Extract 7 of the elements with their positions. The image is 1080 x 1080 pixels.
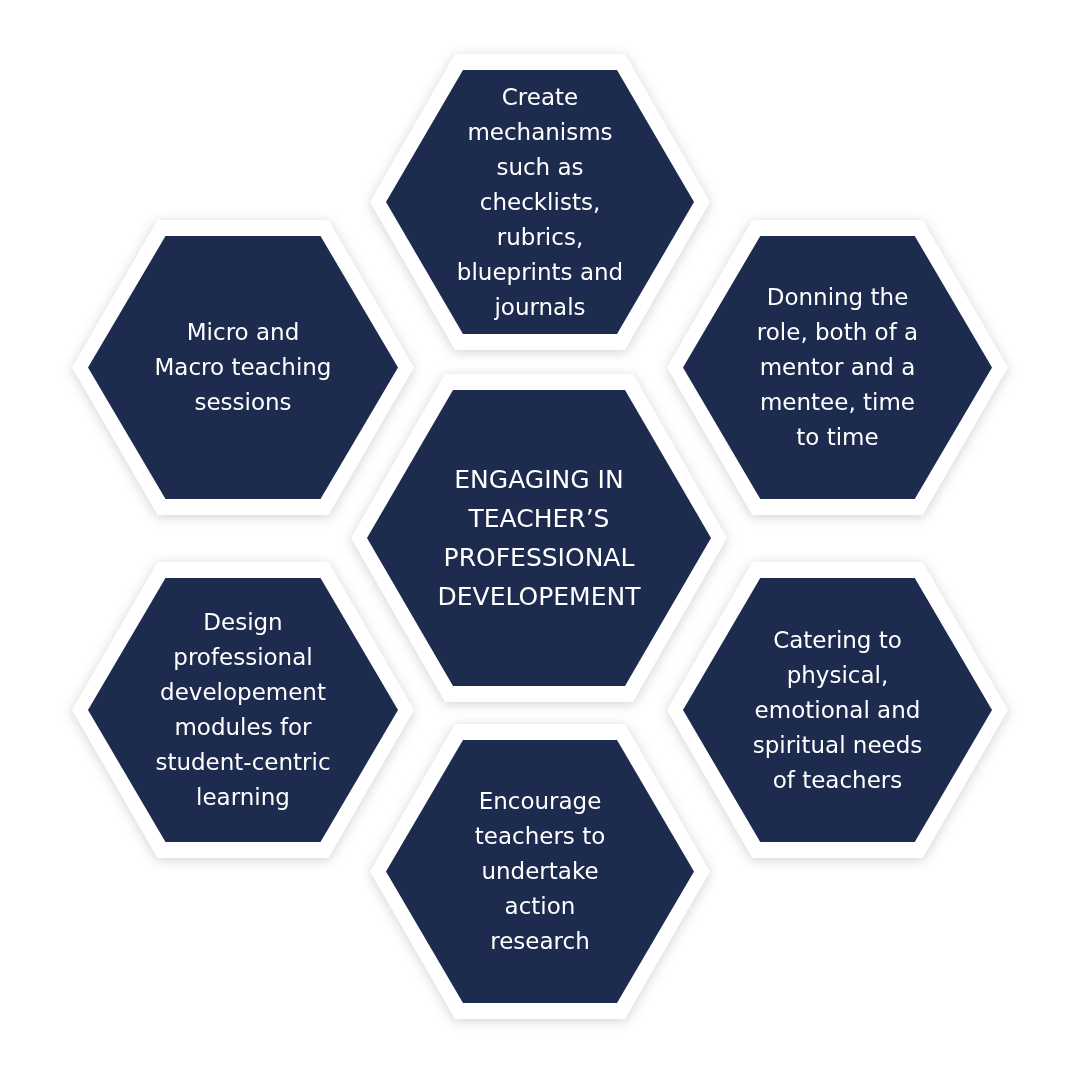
hexagon-label: Design professional developement modules for student-centric learning bbox=[154, 608, 332, 812]
hexagon-label: Donning the role, both of a mentor and a mentee, time to time bbox=[755, 283, 920, 452]
hexagon-label: Encourage teachers to undertake action research bbox=[473, 787, 607, 956]
center-title: ENGAGING IN TEACHER’S PROFESSIONAL DEVELOPEMENT bbox=[436, 464, 642, 613]
hexagon-label: Create mechanisms such as checklists, rubrics, blueprints and journals bbox=[455, 82, 625, 322]
hexagon-label: Micro and Macro teaching sessions bbox=[153, 318, 333, 417]
hexagon-label: Catering to physical, emotional and spiritual needs of teachers bbox=[751, 625, 924, 795]
